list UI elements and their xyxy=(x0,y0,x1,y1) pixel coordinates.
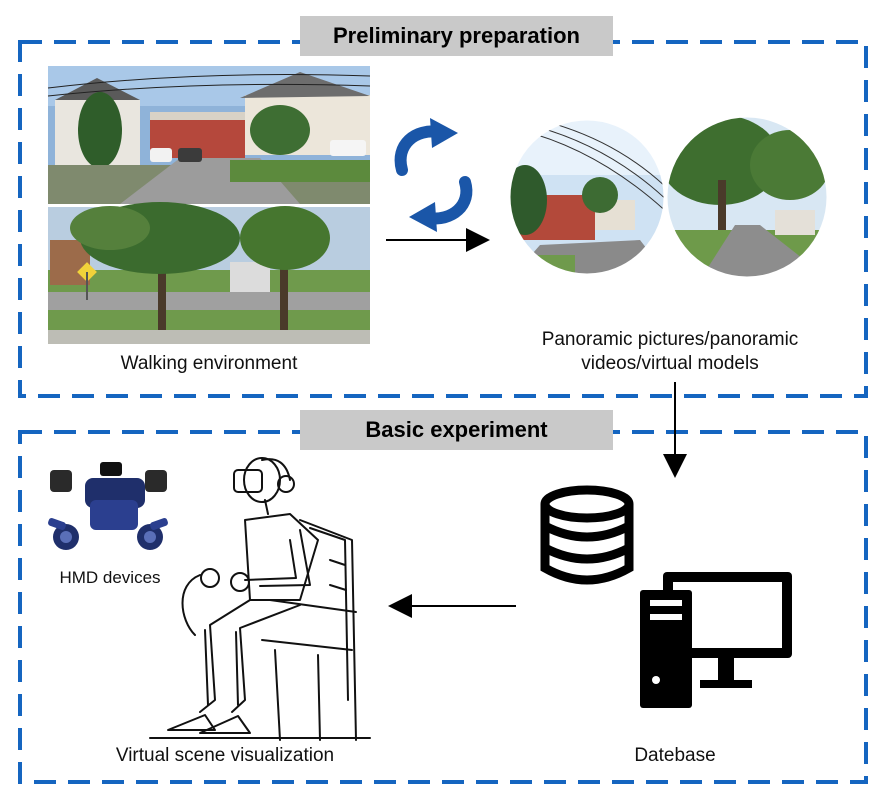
caption-virtual-scene: Virtual scene visualization xyxy=(115,745,335,766)
desktop-computer-icon xyxy=(640,572,792,708)
caption-panoramic: Panoramic pictures/panoramic videos/virt… xyxy=(505,328,835,376)
caption-walking-environment: Walking environment xyxy=(120,353,298,374)
section-title-preliminary: Preliminary preparation xyxy=(300,16,613,56)
cycle-arrows-icon xyxy=(394,118,473,232)
caption-hmd-devices: HMD devices xyxy=(59,568,161,587)
caption-database: Datebase xyxy=(634,745,716,766)
caption-panoramic-line1: Panoramic pictures/panoramic xyxy=(541,329,799,350)
caption-panoramic-line2: videos/virtual models xyxy=(581,353,759,374)
hmd-device-icon xyxy=(48,462,168,550)
database-icon xyxy=(540,485,634,585)
section-title-basic: Basic experiment xyxy=(300,410,613,450)
street-photo-top xyxy=(47,66,371,204)
vr-user-figure xyxy=(149,457,371,741)
panorama-sphere-right xyxy=(667,117,827,277)
panorama-sphere-left xyxy=(510,120,664,274)
street-photo-bottom xyxy=(48,202,370,344)
